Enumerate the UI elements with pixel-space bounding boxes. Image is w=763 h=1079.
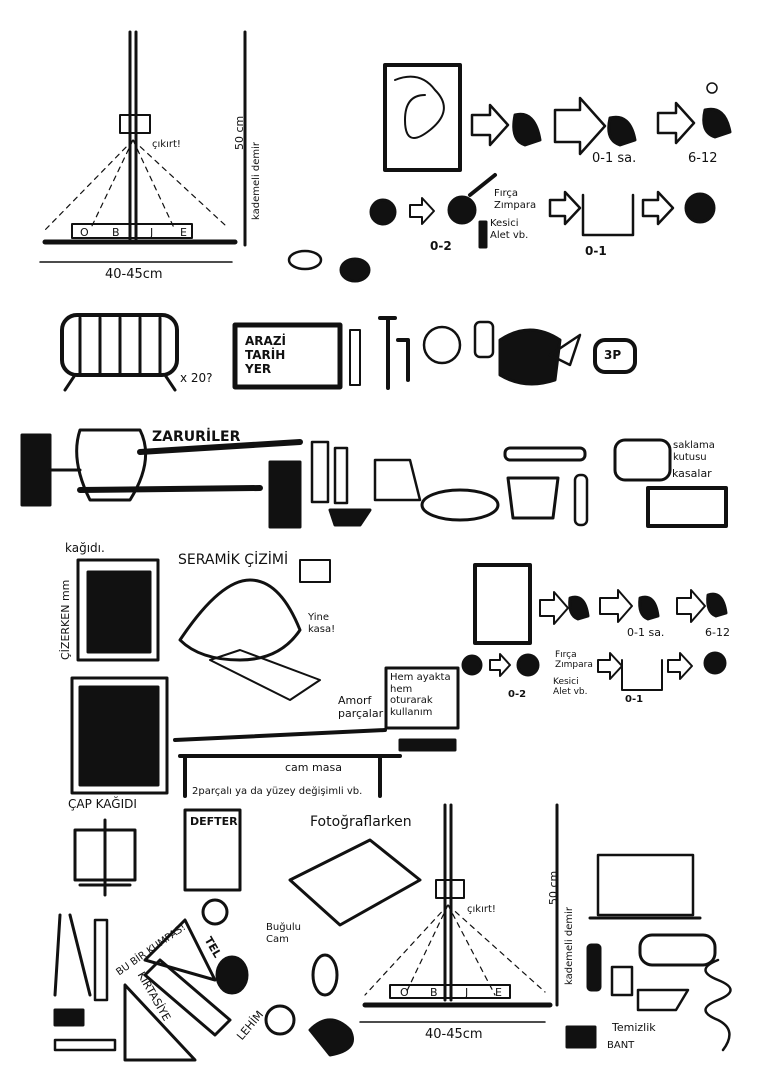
sun-time-label: 6-12 — [688, 151, 718, 166]
object-letter: J — [150, 226, 154, 239]
crate-again-label: Yine kasa! — [308, 612, 336, 635]
paper-top-label: kağıdı. — [65, 541, 105, 555]
storage-box-label: saklama kutusu — [673, 440, 715, 463]
process-mid-drawing — [461, 563, 728, 691]
diameter-paper-label: ÇAP KAĞIDI — [68, 797, 137, 811]
frosted-glass-label: Buğulu Cam — [266, 922, 301, 945]
stand-width-label: 40-45cm — [105, 267, 163, 282]
notebook-label: DEFTER — [190, 815, 238, 828]
cutter-label: Kesici Alet vb. — [553, 677, 588, 698]
dry-time-label: 0-1 sa. — [627, 626, 665, 639]
tools-label: Fırça Zımpara — [494, 188, 537, 211]
stand-height-label: 50 cm — [233, 115, 246, 150]
paper-side-label: ÇİZERKEN mm — [59, 579, 72, 660]
object-letter: B — [112, 226, 120, 239]
object-letter: O — [80, 226, 89, 239]
stand-rod-label: kademeli demir — [564, 906, 575, 985]
object-letter: E — [180, 226, 187, 239]
stand-clamp-label: çıkırt! — [467, 904, 496, 915]
ceramic-title: SERAMİK ÇİZİMİ — [178, 552, 289, 568]
bath-time-label: 0-1 — [625, 694, 644, 705]
essentials-drawing — [20, 428, 728, 529]
dry-time-label: 0-1 sa. — [592, 151, 637, 166]
object-letter: B — [430, 986, 438, 999]
essentials-title: ZARURİLER — [152, 429, 241, 445]
photographing-title: Fotoğraflarken — [310, 814, 412, 830]
stand-rod-label: kademeli demir — [251, 141, 262, 220]
stand-clamp-label: çıkırt! — [152, 139, 181, 150]
process-top-drawing — [287, 63, 732, 283]
crates-label: kasalar — [672, 467, 712, 480]
clean-time-label: 0-2 — [508, 689, 527, 700]
photo-stand-bottom-drawing — [359, 803, 559, 1023]
field-label-card: ARAZİ TARİH YER — [245, 334, 286, 376]
field-kit-drawing — [60, 313, 637, 392]
stand-height-label: 50 cm — [547, 870, 560, 905]
table-note: 2parçalı ya da yüzey değişimli vb. — [192, 786, 363, 797]
object-letter: J — [465, 986, 469, 999]
tape-measure-label: 3P — [604, 348, 622, 362]
glass-table-label: cam masa — [285, 761, 342, 774]
cutter-label: Kesici Alet vb. — [490, 218, 529, 241]
bottom-tools-drawing — [53, 808, 732, 1062]
standing-note: Hem ayakta hem oturarak kullanım — [390, 672, 451, 718]
photo-stand-top-drawing — [39, 30, 247, 263]
object-letter: E — [495, 986, 502, 999]
cleaning-label: Temizlik — [612, 1021, 656, 1034]
tape-label: BANT — [607, 1040, 635, 1051]
barrier-count-label: x 20? — [180, 371, 213, 385]
stand-width-label: 40-45cm — [425, 1027, 483, 1042]
object-letter: O — [400, 986, 409, 999]
ceramic-drawing — [70, 558, 460, 798]
clean-time-label: 0-2 — [430, 239, 452, 253]
tools-label: Fırça Zımpara — [555, 650, 593, 671]
bath-time-label: 0-1 — [585, 244, 607, 258]
amorphous-label: Amorf parçalar — [338, 694, 384, 720]
sun-time-label: 6-12 — [705, 626, 730, 639]
